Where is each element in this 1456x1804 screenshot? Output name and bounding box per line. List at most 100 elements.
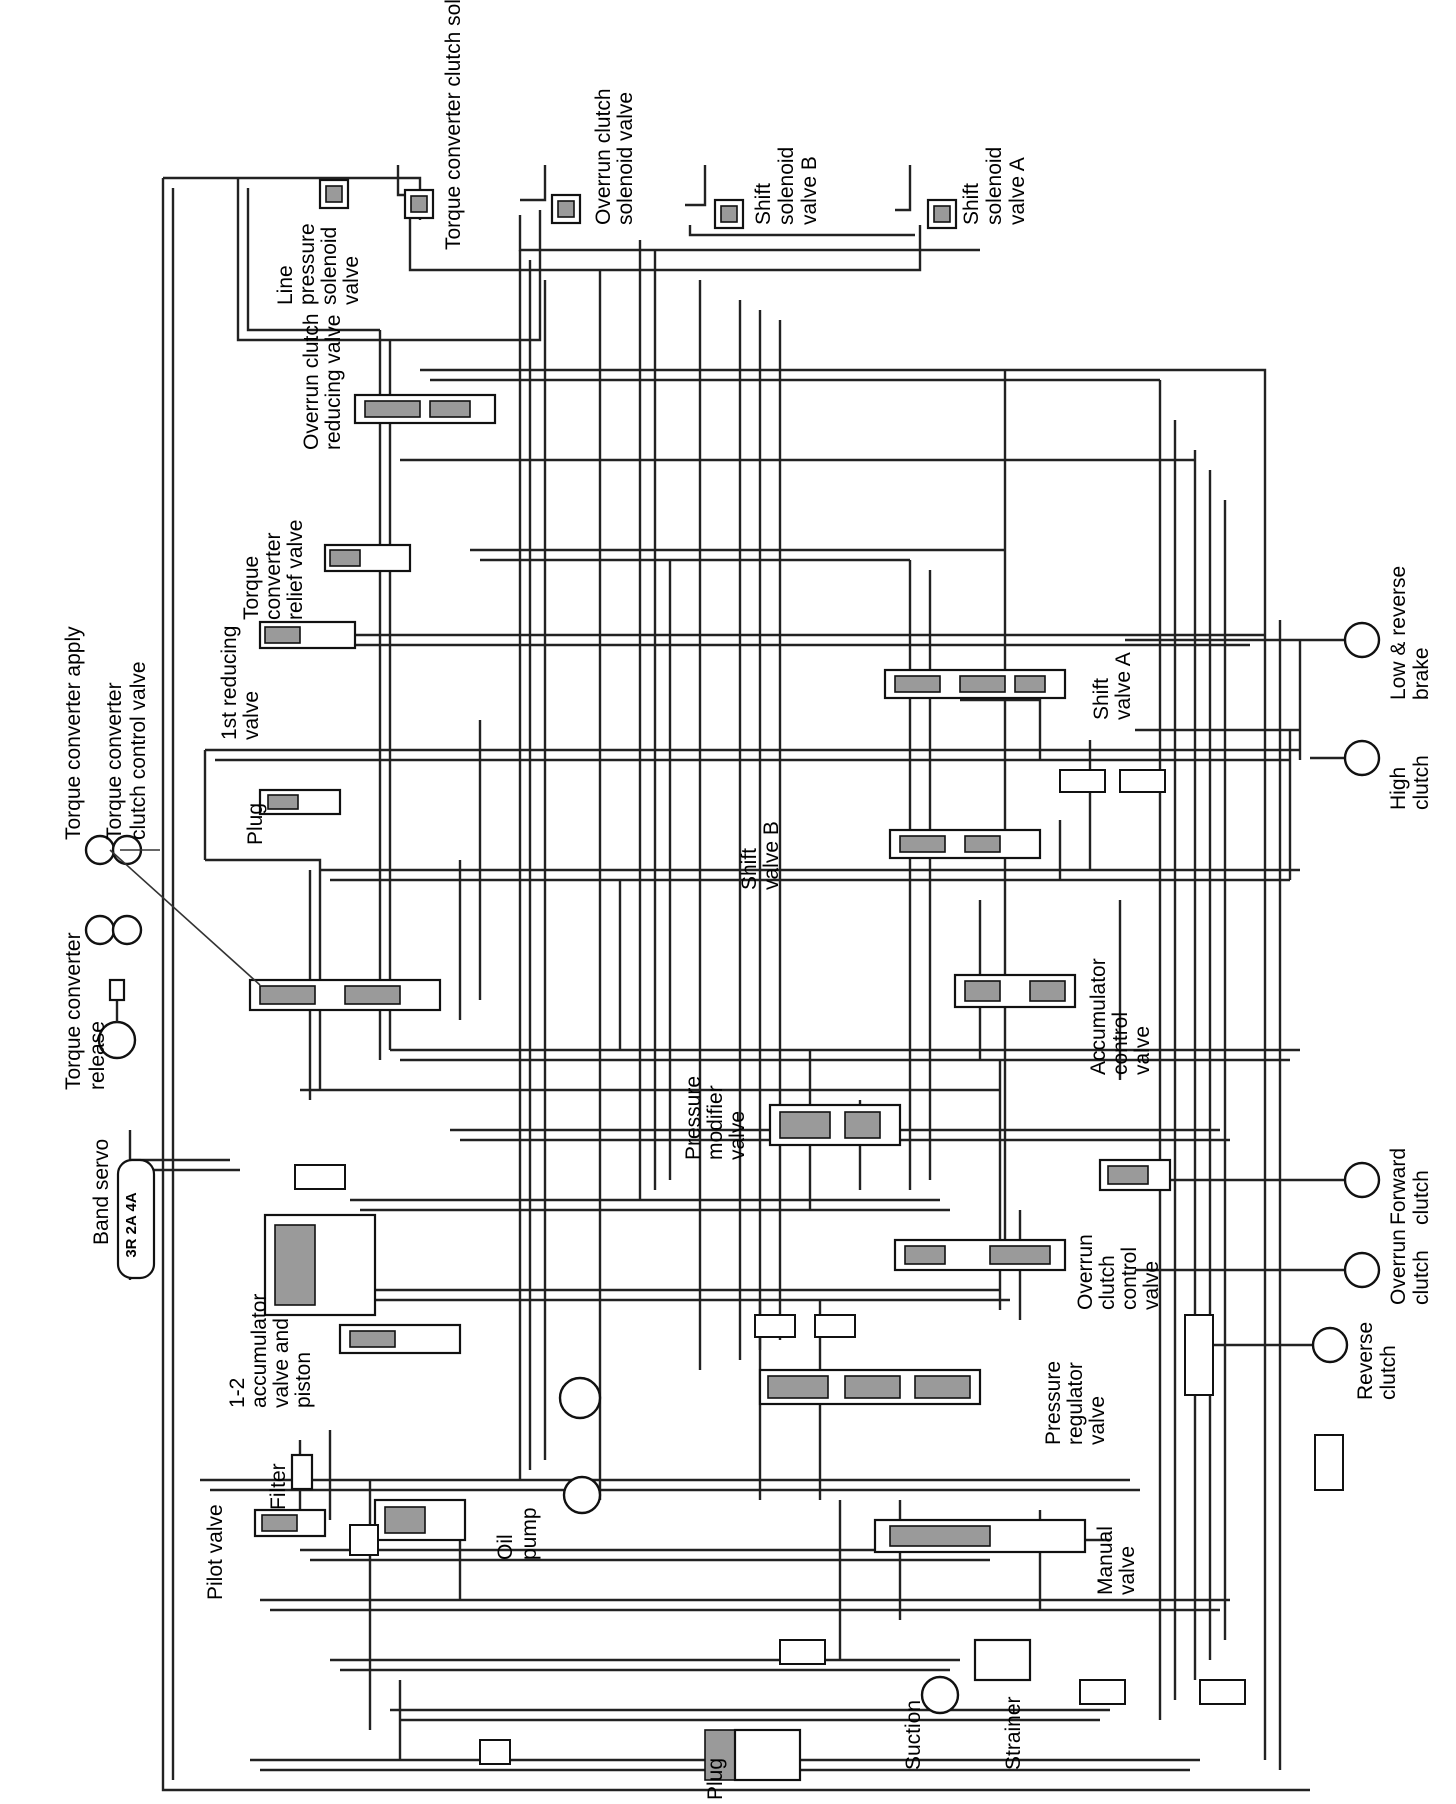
label-suction: Suction bbox=[902, 1700, 925, 1770]
label-plug-top: Plug bbox=[244, 803, 267, 845]
forward-clutch-valve bbox=[1098, 1158, 1172, 1192]
label-pressure-mod-1: Pressure bbox=[682, 1076, 705, 1160]
label-overrun-clutch-2: clutch bbox=[1410, 1250, 1433, 1305]
band-servo-body: 3R 2A 4A bbox=[116, 1158, 156, 1280]
first-reducing-valve bbox=[258, 620, 357, 650]
tc-clutch-control-valve bbox=[248, 978, 442, 1012]
strainer-body bbox=[973, 1638, 1032, 1682]
label-tc-release-1: Torque converter bbox=[62, 932, 85, 1090]
reverse-clutch-circle bbox=[1311, 1326, 1349, 1364]
label-oil-pump-2: pump bbox=[518, 1507, 541, 1560]
label-shift-a-2: valve A bbox=[1112, 652, 1135, 720]
tc-clutch-solenoid-valve bbox=[403, 188, 435, 220]
label-overrun-clutch-1: Overrun bbox=[1387, 1229, 1410, 1305]
label-band-servo: Band servo bbox=[90, 1139, 113, 1245]
label-shift-sol-b-1: Shift bbox=[752, 183, 775, 225]
label-pressure-reg-3: valve bbox=[1086, 1396, 1109, 1445]
label-pressure-reg-2: regulator bbox=[1064, 1362, 1087, 1445]
label-shift-b-2: valve B bbox=[760, 821, 783, 890]
overrun-clutch-circle bbox=[1343, 1251, 1381, 1289]
label-shift-sol-a-1: Shift bbox=[960, 183, 983, 225]
label-forward-1: Forward bbox=[1387, 1148, 1410, 1225]
label-overrun-solenoid-1: Overrun clutch bbox=[592, 88, 615, 225]
pump-relief-valve bbox=[373, 1498, 467, 1542]
forward-clutch-circle bbox=[1343, 1161, 1381, 1199]
label-tc-apply: Torque converter apply bbox=[62, 626, 85, 840]
label-tc-control-2: clutch control valve bbox=[127, 661, 150, 840]
tc-release-circle bbox=[97, 978, 137, 1060]
label-overrun-solenoid-2: solenoid valve bbox=[614, 92, 637, 225]
label-line-pressure-4: valve bbox=[340, 256, 363, 305]
label-tc-relief-1: Torque bbox=[240, 556, 263, 620]
label-tc-clutch-solenoid: Torque converter clutch solenoid valve bbox=[442, 0, 465, 250]
label-overrun-ctrl-2: clutch bbox=[1096, 1255, 1119, 1310]
label-accum-ctrl-3: valve bbox=[1131, 1026, 1154, 1075]
overrun-clutch-control-valve-body bbox=[893, 1238, 1067, 1272]
label-manual-1: Manual bbox=[1094, 1526, 1117, 1595]
shift-solenoid-valve-a bbox=[926, 198, 958, 230]
tc-relief-valve bbox=[323, 543, 412, 573]
label-plug-bottom: Plug bbox=[704, 1758, 727, 1800]
label-shift-sol-b-3: valve B bbox=[798, 156, 821, 225]
suction-circle bbox=[920, 1675, 960, 1715]
band-servo-marks: 3R 2A 4A bbox=[123, 1192, 140, 1257]
tc-apply-circles bbox=[84, 834, 143, 946]
label-high-2: clutch bbox=[1410, 755, 1433, 810]
label-overrun-ctrl-4: valve bbox=[1140, 1261, 1163, 1310]
label-accum-12-3: valve and bbox=[270, 1318, 293, 1408]
label-reverse-1: Reverse bbox=[1354, 1322, 1377, 1400]
label-pressure-mod-2: modifier bbox=[704, 1085, 727, 1160]
manual-valve-body bbox=[873, 1518, 1087, 1554]
plug-top-valve bbox=[258, 788, 342, 816]
label-pilot-valve: Pilot valve bbox=[204, 1504, 227, 1600]
label-accum-12-4: piston bbox=[292, 1352, 315, 1408]
label-tc-release-2: release bbox=[86, 1021, 109, 1090]
label-oil-pump-1: Oil bbox=[494, 1534, 517, 1560]
label-line-pressure-2: pressure bbox=[296, 223, 319, 305]
label-line-pressure-3: solenoid bbox=[318, 227, 341, 305]
accumulator-12-valve bbox=[338, 1323, 462, 1355]
label-tc-control-1: Torque converter bbox=[103, 682, 126, 840]
low-reverse-brake-circle bbox=[1343, 621, 1381, 659]
label-first-reducing-2: valve bbox=[240, 691, 263, 740]
label-shift-sol-b-2: solenoid bbox=[775, 147, 798, 225]
label-shift-a-1: Shift bbox=[1090, 678, 1113, 720]
oil-pump-circle bbox=[562, 1475, 602, 1515]
label-tc-relief-3: relief valve bbox=[284, 520, 307, 620]
accumulator-12-piston bbox=[263, 1213, 377, 1317]
filter-body bbox=[290, 1453, 314, 1491]
line-pressure-solenoid-valve bbox=[318, 178, 350, 210]
label-high-1: High bbox=[1387, 767, 1410, 810]
label-shift-sol-a-3: valve A bbox=[1006, 157, 1029, 225]
overrun-clutch-solenoid-valve bbox=[550, 193, 582, 225]
label-tc-relief-2: converter bbox=[262, 532, 285, 620]
label-low-rev-2: brake bbox=[1410, 647, 1433, 700]
shift-valve-b-body bbox=[888, 828, 1042, 860]
label-accum-12-2: accumulator bbox=[248, 1294, 271, 1408]
label-accum-ctrl-1: Accumulator bbox=[1087, 958, 1110, 1075]
label-overrun-reducing-1: Overrun clutch bbox=[300, 313, 323, 450]
label-overrun-ctrl-1: Overrun bbox=[1074, 1234, 1097, 1310]
label-first-reducing-1: 1st reducing bbox=[218, 626, 241, 740]
label-low-rev-1: Low & reverse bbox=[1387, 566, 1410, 700]
high-clutch-circle bbox=[1343, 739, 1381, 777]
label-overrun-reducing-2: reducing valve bbox=[322, 315, 345, 450]
label-line-pressure-1: Line bbox=[274, 265, 297, 305]
label-strainer: Strainer bbox=[1002, 1696, 1025, 1770]
label-overrun-ctrl-3: control bbox=[1118, 1247, 1141, 1310]
label-filter: Filter bbox=[267, 1463, 290, 1510]
label-manual-2: valve bbox=[1116, 1546, 1139, 1595]
pump-relief-circle bbox=[558, 1376, 602, 1420]
plug-bottom-body bbox=[704, 1728, 802, 1782]
oil-lines bbox=[128, 165, 1345, 1792]
label-pressure-reg-1: Pressure bbox=[1042, 1361, 1065, 1445]
label-accum-12-1: 1-2 bbox=[226, 1378, 249, 1408]
accumulator-control-valve-body bbox=[953, 973, 1077, 1009]
label-forward-2: clutch bbox=[1410, 1170, 1433, 1225]
overrun-clutch-reducing-valve bbox=[353, 393, 497, 425]
check-valves bbox=[294, 769, 1344, 1765]
labels: Torque converter clutch solenoid valve O… bbox=[62, 0, 1433, 1800]
label-accum-ctrl-2: control bbox=[1109, 1012, 1132, 1075]
pressure-modifier-valve-body bbox=[768, 1103, 902, 1147]
